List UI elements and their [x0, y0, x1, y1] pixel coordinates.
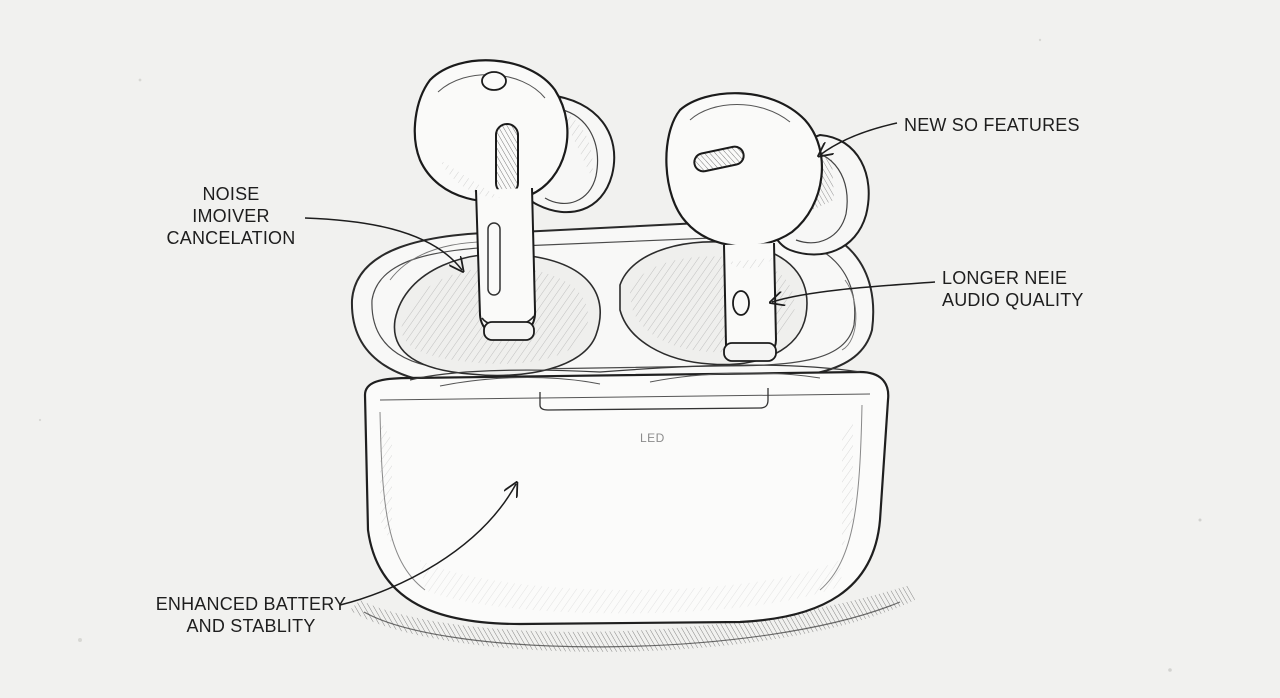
new-features-callout-line1: NEW SO FEATURES: [904, 115, 1080, 135]
longer-arrow: [772, 281, 936, 302]
longer-audio-callout-line2: AUDIO QUALITY: [942, 290, 1084, 310]
battery-callout-line1: ENHANCED BATTERY: [155, 594, 347, 614]
battery-callout: ENHANCED BATTERY AND STABLITY: [146, 593, 356, 637]
case-led-label: LED: [640, 431, 665, 445]
longer-audio-callout: LONGER NEIE AUDIO QUALITY: [942, 267, 1084, 311]
battery-callout-line2: AND STABLITY: [186, 616, 316, 636]
case-shadow: [350, 585, 915, 652]
left-earbud: [413, 59, 616, 341]
longer-audio-callout-line1: LONGER NEIE: [942, 268, 1068, 288]
noise-callout-line3: CANCELATION: [166, 228, 296, 248]
battery-arrow: [339, 484, 516, 606]
noise-callout-line1: NOISE: [202, 184, 260, 204]
case-cavity-right: [619, 241, 808, 366]
callout-arrows: [304, 122, 936, 606]
noise-callout-line2: IMOIVER: [192, 206, 270, 226]
new-features-arrow: [820, 122, 898, 155]
noise-arrow: [304, 217, 462, 270]
case-body: [363, 364, 890, 626]
new-features-callout: NEW SO FEATURES: [904, 114, 1080, 136]
noise-callout: NOISE IMOIVER CANCELATION: [166, 183, 296, 249]
right-earbud: [665, 92, 870, 362]
